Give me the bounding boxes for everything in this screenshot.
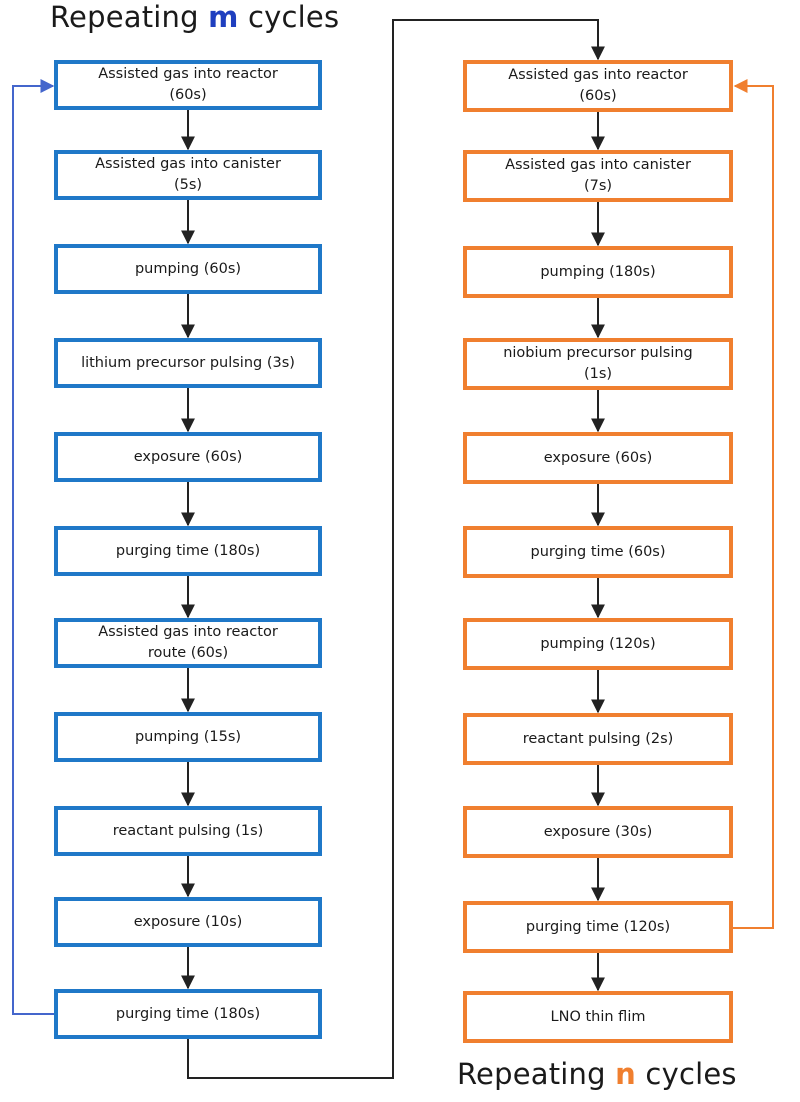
left-step-10-exposure-10s: exposure (10s) [54, 897, 322, 947]
step-text-line1: niobium precursor pulsing [503, 345, 693, 361]
step-text-line1: reactant pulsing (1s) [112, 822, 264, 839]
right-step-2-assisted-gas-into-canister: Assisted gas into canister (7s) [463, 150, 733, 202]
step-text-line1: purging time (60s) [530, 543, 666, 560]
step-text-line1: Assisted gas into reactor [98, 624, 278, 640]
step-text-line1: exposure (60s) [133, 448, 243, 465]
step-text-line1: LNO thin flim [550, 1008, 646, 1025]
step-text-line1: pumping (60s) [134, 260, 242, 277]
heading-m-variable: m [208, 0, 239, 34]
step-text-line1: exposure (60s) [543, 449, 653, 466]
step-text-line1: purging time (180s) [115, 1005, 261, 1022]
heading-repeating-n-cycles: Repeating n cycles [457, 1057, 737, 1091]
right-step-3-pumping-180s: pumping (180s) [463, 246, 733, 298]
right-step-7-pumping-120s: pumping (120s) [463, 618, 733, 670]
step-text-line1: Assisted gas into reactor [508, 67, 688, 83]
step-text-line1: pumping (15s) [134, 728, 242, 745]
heading-n-pre: Repeating [457, 1057, 616, 1091]
heading-repeating-m-cycles: Repeating m cycles [50, 0, 339, 34]
left-step-4-lithium-precursor-pulsing-3s: lithium precursor pulsing (3s) [54, 338, 322, 388]
step-text-line2: (60s) [169, 87, 207, 103]
step-text-line2: (5s) [173, 177, 203, 193]
heading-m-pre: Repeating [50, 0, 209, 34]
left-step-8-pumping-15s: pumping (15s) [54, 712, 322, 762]
cycle-transition-connector [187, 19, 605, 1079]
step-text-line1: purging time (180s) [115, 542, 261, 559]
heading-m-post: cycles [238, 0, 340, 34]
right-step-9-exposure-30s: exposure (30s) [463, 806, 733, 858]
right-step-8-reactant-pulsing-2s: reactant pulsing (2s) [463, 713, 733, 765]
left-step-1-assisted-gas-into-reactor: Assisted gas into reactor (60s) [54, 60, 322, 110]
left-step-3-pumping-60s: pumping (60s) [54, 244, 322, 294]
step-text-line2: (7s) [583, 178, 613, 194]
step-text-line1: Assisted gas into reactor [98, 66, 278, 82]
step-text-line1: purging time (120s) [525, 918, 671, 935]
step-text-line1: exposure (10s) [133, 913, 243, 930]
left-step-9-reactant-pulsing-1s: reactant pulsing (1s) [54, 806, 322, 856]
step-text-line1: lithium precursor pulsing (3s) [81, 354, 295, 371]
step-text-line1: reactant pulsing (2s) [522, 730, 674, 747]
step-text-line1: pumping (120s) [540, 635, 656, 652]
heading-n-variable: n [615, 1057, 637, 1091]
left-step-2-assisted-gas-into-canister: Assisted gas into canister (5s) [54, 150, 322, 200]
step-text-line1: pumping (180s) [540, 263, 656, 280]
right-step-10-purging-time-120s: purging time (120s) [463, 901, 733, 953]
right-step-1-assisted-gas-into-reactor: Assisted gas into reactor (60s) [463, 60, 733, 112]
step-text-line1: Assisted gas into canister [95, 156, 281, 172]
heading-n-post: cycles [636, 1057, 737, 1091]
right-repeat-loop-arrow [733, 79, 774, 929]
left-step-11-purging-time-180s: purging time (180s) [54, 989, 322, 1039]
step-text-line2: route (60s) [147, 645, 229, 661]
step-text-line2: (60s) [579, 88, 617, 104]
right-step-11-lno-thin-flim: LNO thin flim [463, 991, 733, 1043]
left-step-6-purging-time-180s: purging time (180s) [54, 526, 322, 576]
right-step-6-purging-time-60s: purging time (60s) [463, 526, 733, 578]
step-text-line1: Assisted gas into canister [505, 157, 691, 173]
right-step-5-exposure-60s: exposure (60s) [463, 432, 733, 484]
step-text-line2: (1s) [583, 366, 613, 382]
right-step-4-niobium-precursor-pulsing: niobium precursor pulsing (1s) [463, 338, 733, 390]
left-repeat-loop-arrow [12, 79, 55, 1015]
left-step-7-assisted-gas-into-reactor: Assisted gas into reactor route (60s) [54, 618, 322, 668]
step-text-line1: exposure (30s) [543, 823, 653, 840]
left-step-5-exposure-60s: exposure (60s) [54, 432, 322, 482]
